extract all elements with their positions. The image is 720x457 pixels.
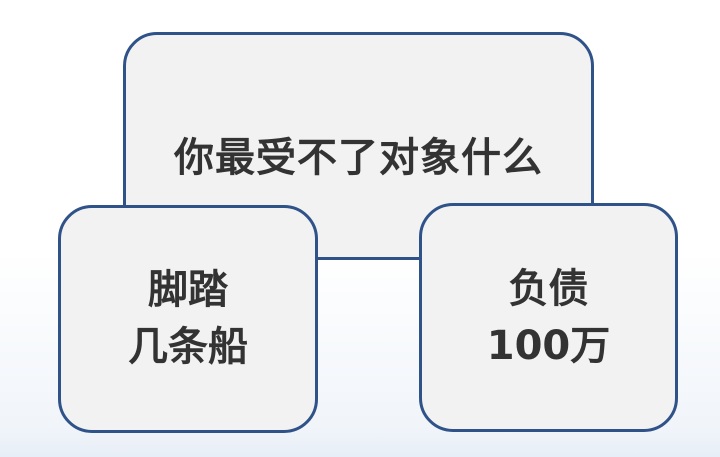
background-gradient bbox=[0, 429, 720, 457]
answer-right-line-1: 负债 bbox=[508, 265, 589, 312]
answer-card-left: 脚踏 几条船 bbox=[58, 205, 318, 433]
answer-right-text: 负债 100万 bbox=[487, 261, 611, 375]
question-text: 你最受不了对象什么 bbox=[174, 135, 543, 181]
answer-left-line-2: 几条船 bbox=[128, 324, 248, 370]
answer-left-line-1: 脚踏 bbox=[148, 267, 228, 314]
answer-card-right: 负债 100万 bbox=[419, 203, 678, 432]
answer-right-line-2: 100万 bbox=[486, 322, 611, 369]
answer-left-text: 脚踏 几条船 bbox=[128, 262, 248, 376]
